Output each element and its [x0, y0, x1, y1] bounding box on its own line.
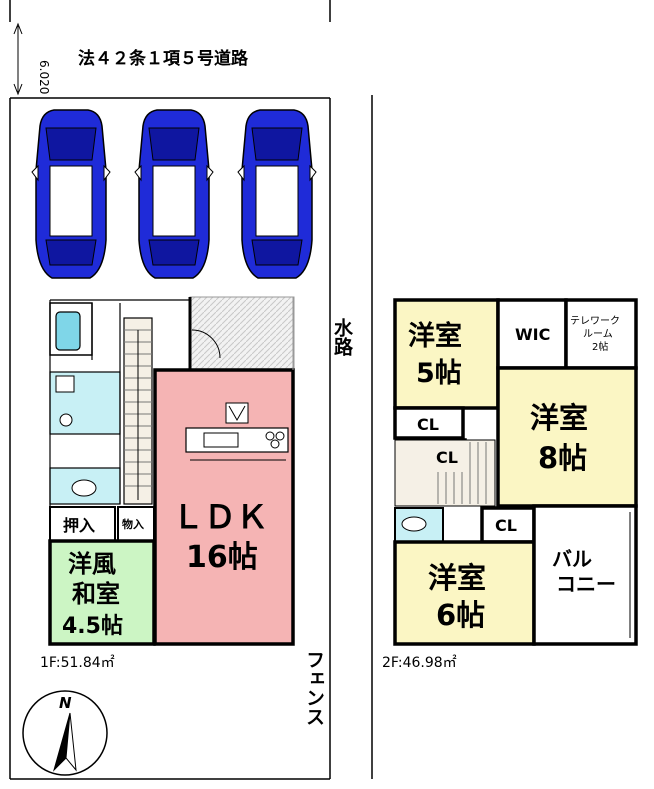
car-icon [134, 109, 214, 279]
road: 6.020 法４２条１項５号道路 [13, 22, 249, 96]
stove-burner-icon [275, 431, 285, 441]
waterway-label: 水路 [331, 318, 353, 357]
toilet-icon [401, 516, 427, 532]
room8 [496, 366, 638, 508]
room5-size: 5帖 [416, 358, 462, 389]
telework-line2: ルーム [583, 328, 613, 340]
washitsu-line2: 和室 [72, 580, 120, 608]
closet-c-label: CL [495, 516, 517, 535]
oshiire-label: 押入 [63, 516, 95, 535]
balcony-line1: バル [552, 547, 592, 571]
ldk-room [153, 368, 295, 646]
car-icon [31, 109, 111, 279]
room6-size: 6帖 [436, 598, 485, 632]
closet-a-label: CL [417, 415, 439, 434]
compass-north: N [59, 694, 72, 712]
bathtub-icon [55, 311, 81, 351]
ldk-name: ＬＤＫ [172, 498, 268, 536]
compass: N [22, 690, 108, 776]
wic-room [496, 298, 568, 370]
stairs-2f [394, 439, 496, 507]
sink-icon [59, 413, 73, 427]
washer-icon [55, 375, 75, 393]
stairs [123, 317, 153, 505]
telework-line1: テレワーク [570, 315, 620, 327]
room8-name: 洋室 [530, 401, 588, 435]
balcony [532, 504, 638, 646]
ldk-size: 16帖 [186, 540, 258, 575]
fence-label: フェンス [303, 650, 325, 726]
storage-closet [117, 506, 155, 542]
telework-size: 2帖 [592, 340, 608, 353]
floor1-plan: ＬＤＫ 16帖 押入 物入 洋風 和室 4.5帖 1F:51.84㎡ [40, 296, 295, 671]
balcony-line2: コニー [556, 572, 616, 596]
closet-a [393, 406, 465, 440]
wic-label: WIC [515, 325, 550, 344]
room6-name: 洋室 [428, 561, 486, 595]
toilet-icon [71, 479, 97, 497]
closet-b-label: CL [436, 448, 458, 467]
fridge-icon [225, 402, 249, 424]
car-icon [237, 109, 317, 279]
room6 [393, 540, 536, 646]
washitsu-size: 4.5帖 [62, 614, 123, 639]
entrance-door-arc [191, 329, 221, 359]
room5-name: 洋室 [408, 320, 462, 352]
storage-label: 物入 [122, 517, 144, 531]
room5 [393, 298, 500, 410]
kitchen-sink-icon [203, 432, 239, 448]
washitsu-line1: 洋風 [68, 550, 116, 578]
waterway-label-group: 水路 [331, 318, 353, 357]
parking-cars [31, 109, 317, 279]
road-label: 法４２条１項５号道路 [78, 48, 249, 69]
road-width-label: 6.020 [37, 60, 51, 94]
stove-burner-icon [265, 431, 275, 441]
floor2-plan: 洋室 5帖 WIC テレワーク ルーム 2帖 洋室 8帖 CL CL CL 洋室… [382, 298, 638, 671]
site-boundary [9, 0, 373, 780]
floor2-area: 2F:46.98㎡ [382, 655, 457, 671]
floor1-area: 1F:51.84㎡ [40, 655, 115, 671]
room8-size: 8帖 [538, 441, 587, 475]
telework-room [564, 298, 638, 370]
fence-label-group: フェンス [303, 650, 325, 726]
washitsu-room [48, 539, 156, 646]
stove-burner-icon [270, 439, 280, 449]
